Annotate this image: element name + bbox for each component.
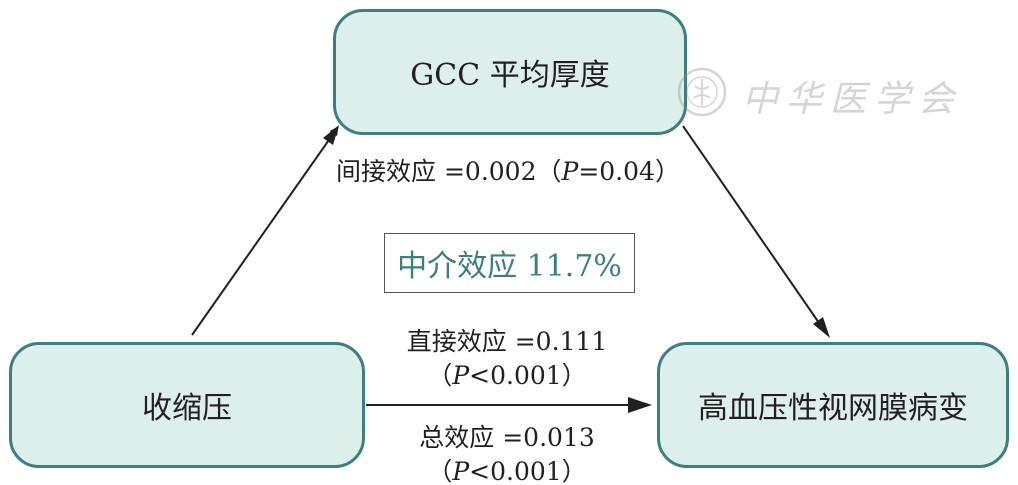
- total-p-value: <0.001）: [469, 457, 587, 485]
- watermark: 中华医学会: [676, 62, 966, 122]
- watermark-text: 中华医学会: [742, 79, 963, 120]
- arrowhead-exposure-to-outcome: [628, 397, 652, 413]
- total-effect-p: （P<0.001）: [362, 455, 652, 485]
- arrow-mediator-to-outcome: [682, 125, 827, 334]
- direct-effect-text: 直接效应 =0.111: [406, 327, 608, 356]
- exposure-node: 收缩压: [9, 342, 365, 468]
- total-p-symbol: P: [452, 457, 470, 485]
- mediation-effect-box: 中介效应 11.7%: [384, 233, 635, 293]
- direct-p-value: <0.001）: [469, 361, 587, 390]
- mediator-label: GCC 平均厚度: [410, 58, 610, 93]
- exposure-label: 收缩压: [142, 391, 232, 426]
- direct-effect-p: （P<0.001）: [362, 359, 652, 393]
- mediation-effect-text: 中介效应 11.7%: [397, 249, 622, 284]
- indirect-effect-text: 间接效应 =0.002（: [336, 157, 562, 186]
- direct-effect-label: 直接效应 =0.111 （P<0.001）: [362, 325, 652, 393]
- direct-p-symbol: P: [452, 361, 470, 390]
- indirect-p-symbol: P: [561, 157, 579, 186]
- total-open-paren: （: [427, 457, 453, 485]
- arrowhead-mediator-to-outcome: [813, 317, 830, 338]
- outcome-node: 高血压性视网膜病变: [657, 342, 1009, 468]
- indirect-p-value: =0.04）: [578, 157, 680, 186]
- indirect-effect-label: 间接效应 =0.002（P=0.04）: [318, 155, 698, 189]
- direct-open-paren: （: [427, 361, 453, 390]
- total-effect-text: 总效应 =0.013: [419, 423, 595, 452]
- arrowhead-exposure-to-mediator: [323, 125, 339, 145]
- total-effect-label: 总效应 =0.013 （P<0.001）: [362, 421, 652, 485]
- watermark-seal-icon: [677, 67, 727, 117]
- mediator-node: GCC 平均厚度: [333, 9, 687, 135]
- outcome-label: 高血压性视网膜病变: [698, 391, 968, 426]
- arrow-exposure-to-mediator: [191, 126, 339, 336]
